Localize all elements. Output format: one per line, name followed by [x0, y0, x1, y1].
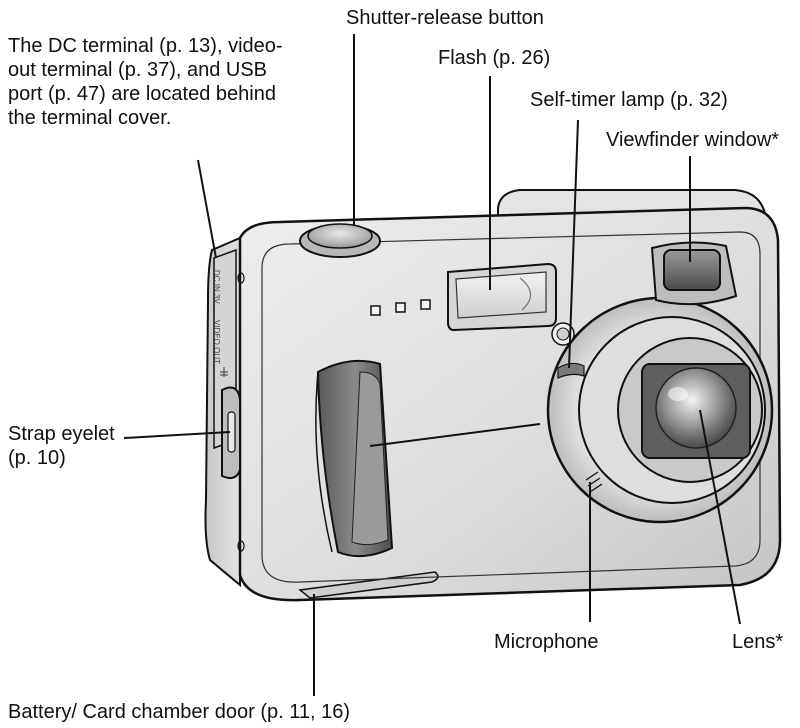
label-flash: Flash (p. 26): [438, 47, 551, 69]
side-screw-bottom: [237, 540, 245, 552]
front-panel: [261, 231, 761, 583]
lens-leader: [699, 409, 741, 625]
hand-grip: [315, 359, 394, 558]
label-strap-eyelet: Strap eyelet (p. 10): [8, 423, 115, 469]
label-dc-terminal: The DC terminal (p. 13), video- out term…: [8, 35, 283, 129]
label-battery-card-door: Battery/ Card chamber door (p. 11, 16): [8, 701, 351, 723]
label-viewfinder-window: Viewfinder window*: [606, 129, 780, 151]
self-timer-leader: [568, 119, 579, 369]
lens-assembly: [546, 296, 774, 524]
indicator-lamps: [370, 299, 431, 316]
callout-lines: [123, 34, 741, 696]
side-screw-top: [237, 272, 245, 284]
shutter-button: [299, 223, 381, 258]
usb-icon: [220, 367, 228, 377]
video-out-text: VIDEO OUT: [212, 320, 221, 364]
flash: [447, 262, 557, 332]
label-microphone: Microphone: [494, 631, 599, 653]
label-lens: Lens*: [732, 631, 784, 653]
body-crease: [369, 423, 541, 447]
dc-in-text: DC IN 3V: [212, 270, 221, 304]
self-timer-lamp: [551, 322, 585, 379]
viewfinder-window: [650, 241, 738, 306]
label-self-timer-lamp: Self-timer lamp (p. 32): [530, 89, 728, 111]
strap-leader: [123, 431, 231, 439]
terminal-leader: [197, 159, 217, 259]
label-shutter-release: Shutter-release button: [346, 7, 544, 29]
